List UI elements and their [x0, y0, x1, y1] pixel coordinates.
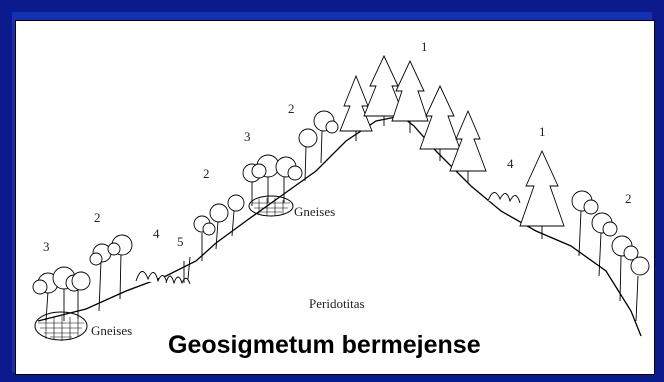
label-peridotitas: Peridotitas [309, 296, 365, 311]
diagram-panel: 1 1 2 2 2 2 3 3 4 4 5 Gneises Gneises Pe… [15, 20, 655, 375]
mountain-profile-drawing [32, 54, 650, 341]
zone-number-1-right: 1 [539, 124, 546, 139]
label-gneises-bottom: Gneises [91, 323, 133, 338]
zone-number-2-right: 2 [625, 191, 632, 206]
broadleaf-trees [32, 110, 650, 322]
zone-number-3-left: 3 [43, 239, 50, 254]
zone-number-4-right: 4 [507, 156, 514, 171]
conifer-trees [339, 54, 565, 239]
zone-number-2-upper: 2 [288, 101, 295, 116]
zone-number-4-left: 4 [153, 226, 160, 241]
zone-number-2-mid: 2 [203, 166, 210, 181]
diagram-caption: Geosigmetum bermejense [168, 331, 481, 359]
gneiss-patch-upper [248, 195, 294, 217]
zone-number-5: 5 [177, 234, 184, 249]
zone-number-3-upper: 3 [244, 129, 251, 144]
label-gneises-upper: Gneises [294, 204, 336, 219]
zone-number-2-left: 2 [94, 210, 101, 225]
mountain-profile-line [37, 115, 642, 337]
gneiss-patch-left [34, 311, 88, 341]
zone-number-1-top: 1 [421, 39, 428, 54]
